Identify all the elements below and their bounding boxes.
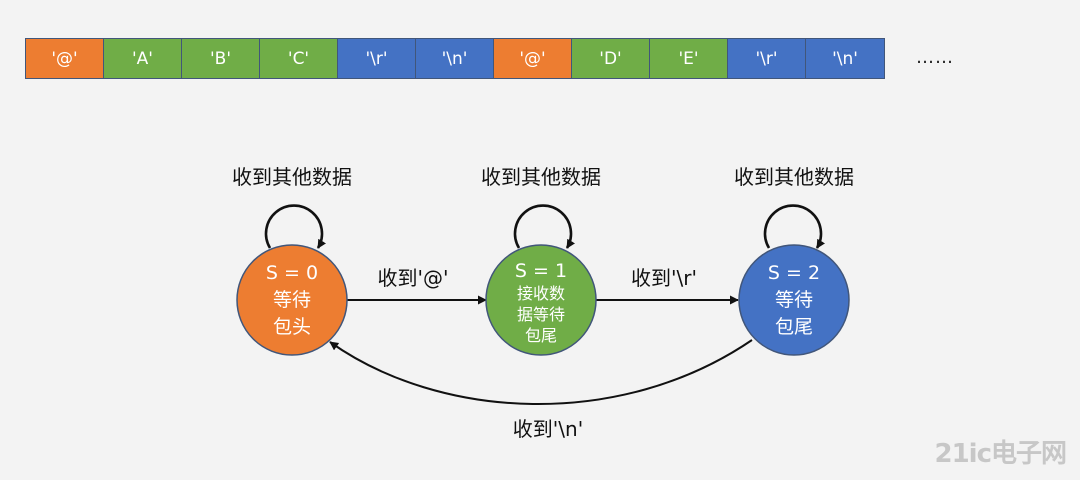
self-loop-s1 [513, 204, 576, 249]
state-s1-desc-2: 据等待 [517, 305, 565, 324]
state-s2-desc-1: 等待 [775, 289, 813, 311]
state-s1-desc-3: 包尾 [525, 326, 557, 345]
packet-cell-tail: '\n' [806, 39, 884, 78]
transition-label-s1-s2: 收到'\r' [631, 266, 697, 290]
state-s0-desc-1: 等待 [273, 289, 311, 311]
self-loop-label-s1: 收到其他数据 [481, 165, 601, 189]
state-s1 [485, 244, 597, 356]
self-loop-s2 [763, 204, 826, 249]
state-s2-desc-2: 包尾 [775, 316, 813, 338]
self-loop-s0 [264, 204, 327, 249]
watermark-logo: 21ic电子网 [934, 439, 1067, 469]
transition-label-s2-s0: 收到'\n' [513, 417, 583, 441]
state-s2-label: S = 2 [768, 262, 820, 284]
state-s0 [236, 244, 348, 356]
state-s0-label: S = 0 [266, 262, 318, 284]
packet-cell-data: 'C' [260, 39, 338, 78]
packet-cell-tail: '\n' [416, 39, 494, 78]
packet-cell-data: 'D' [572, 39, 650, 78]
packet-cell-data: 'A' [104, 39, 182, 78]
packet-cell-tail: '\r' [728, 39, 806, 78]
packet-cell-tail: '\r' [338, 39, 416, 78]
packet-cell-head: '@' [26, 39, 104, 78]
packet-byte-sequence: '@''A''B''C''\r''\n''@''D''E''\r''\n' [25, 38, 885, 79]
self-loop-label-s2: 收到其他数据 [734, 165, 854, 189]
state-s2 [738, 244, 850, 356]
packet-cell-data: 'E' [650, 39, 728, 78]
sequence-ellipsis: …… [916, 47, 954, 68]
transition-s2-s0 [329, 339, 753, 405]
state-s0-desc-2: 包头 [273, 316, 311, 338]
self-loop-label-s0: 收到其他数据 [232, 165, 352, 189]
transition-label-s0-s1: 收到'@' [378, 266, 449, 290]
packet-cell-data: 'B' [182, 39, 260, 78]
packet-cell-head: '@' [494, 39, 572, 78]
state-s1-label: S = 1 [515, 260, 567, 282]
state-s1-desc-1: 接收数 [517, 284, 565, 303]
